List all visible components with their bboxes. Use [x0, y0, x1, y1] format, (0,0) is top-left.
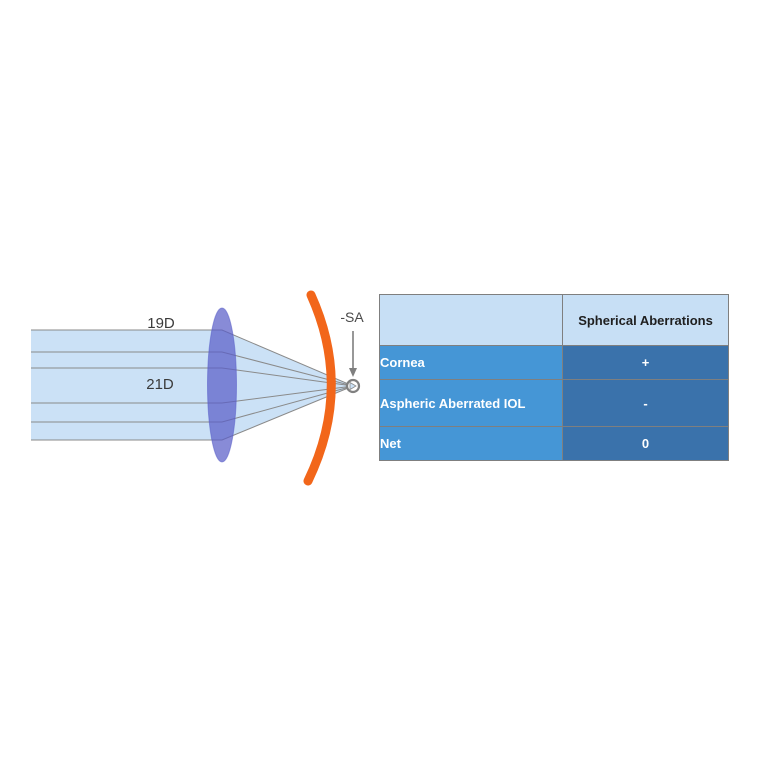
light-beam-body: [31, 330, 353, 440]
iol-lens: [207, 307, 237, 463]
cornea-arc: [303, 290, 336, 486]
table-header-row: Spherical Aberrations: [379, 294, 729, 346]
table-row: Cornea +: [379, 345, 729, 380]
sa-arrowhead-icon: [349, 368, 357, 377]
table-header-spherical-aberrations: Spherical Aberrations: [562, 294, 729, 346]
aberration-table: Spherical Aberrations Cornea + Aspheric …: [379, 294, 729, 461]
row-value-net: 0: [562, 426, 729, 461]
beam-power-label-21d: 21D: [146, 376, 174, 393]
negative-sa-label: -SA: [340, 309, 364, 325]
row-label-net: Net: [379, 426, 563, 461]
row-label-cornea: Cornea: [379, 345, 563, 380]
row-label-aspheric-aberrated-iol: Aspheric Aberrated IOL: [379, 379, 563, 427]
table-corner-cell: [379, 294, 563, 346]
row-value-aspheric-aberrated-iol: -: [562, 379, 729, 427]
table-row: Net 0: [379, 426, 729, 461]
row-value-cornea: +: [562, 345, 729, 380]
beam-power-label-19d: 19D: [147, 315, 175, 332]
table-row: Aspheric Aberrated IOL -: [379, 379, 729, 427]
focal-point-tip-icon: [349, 381, 357, 391]
